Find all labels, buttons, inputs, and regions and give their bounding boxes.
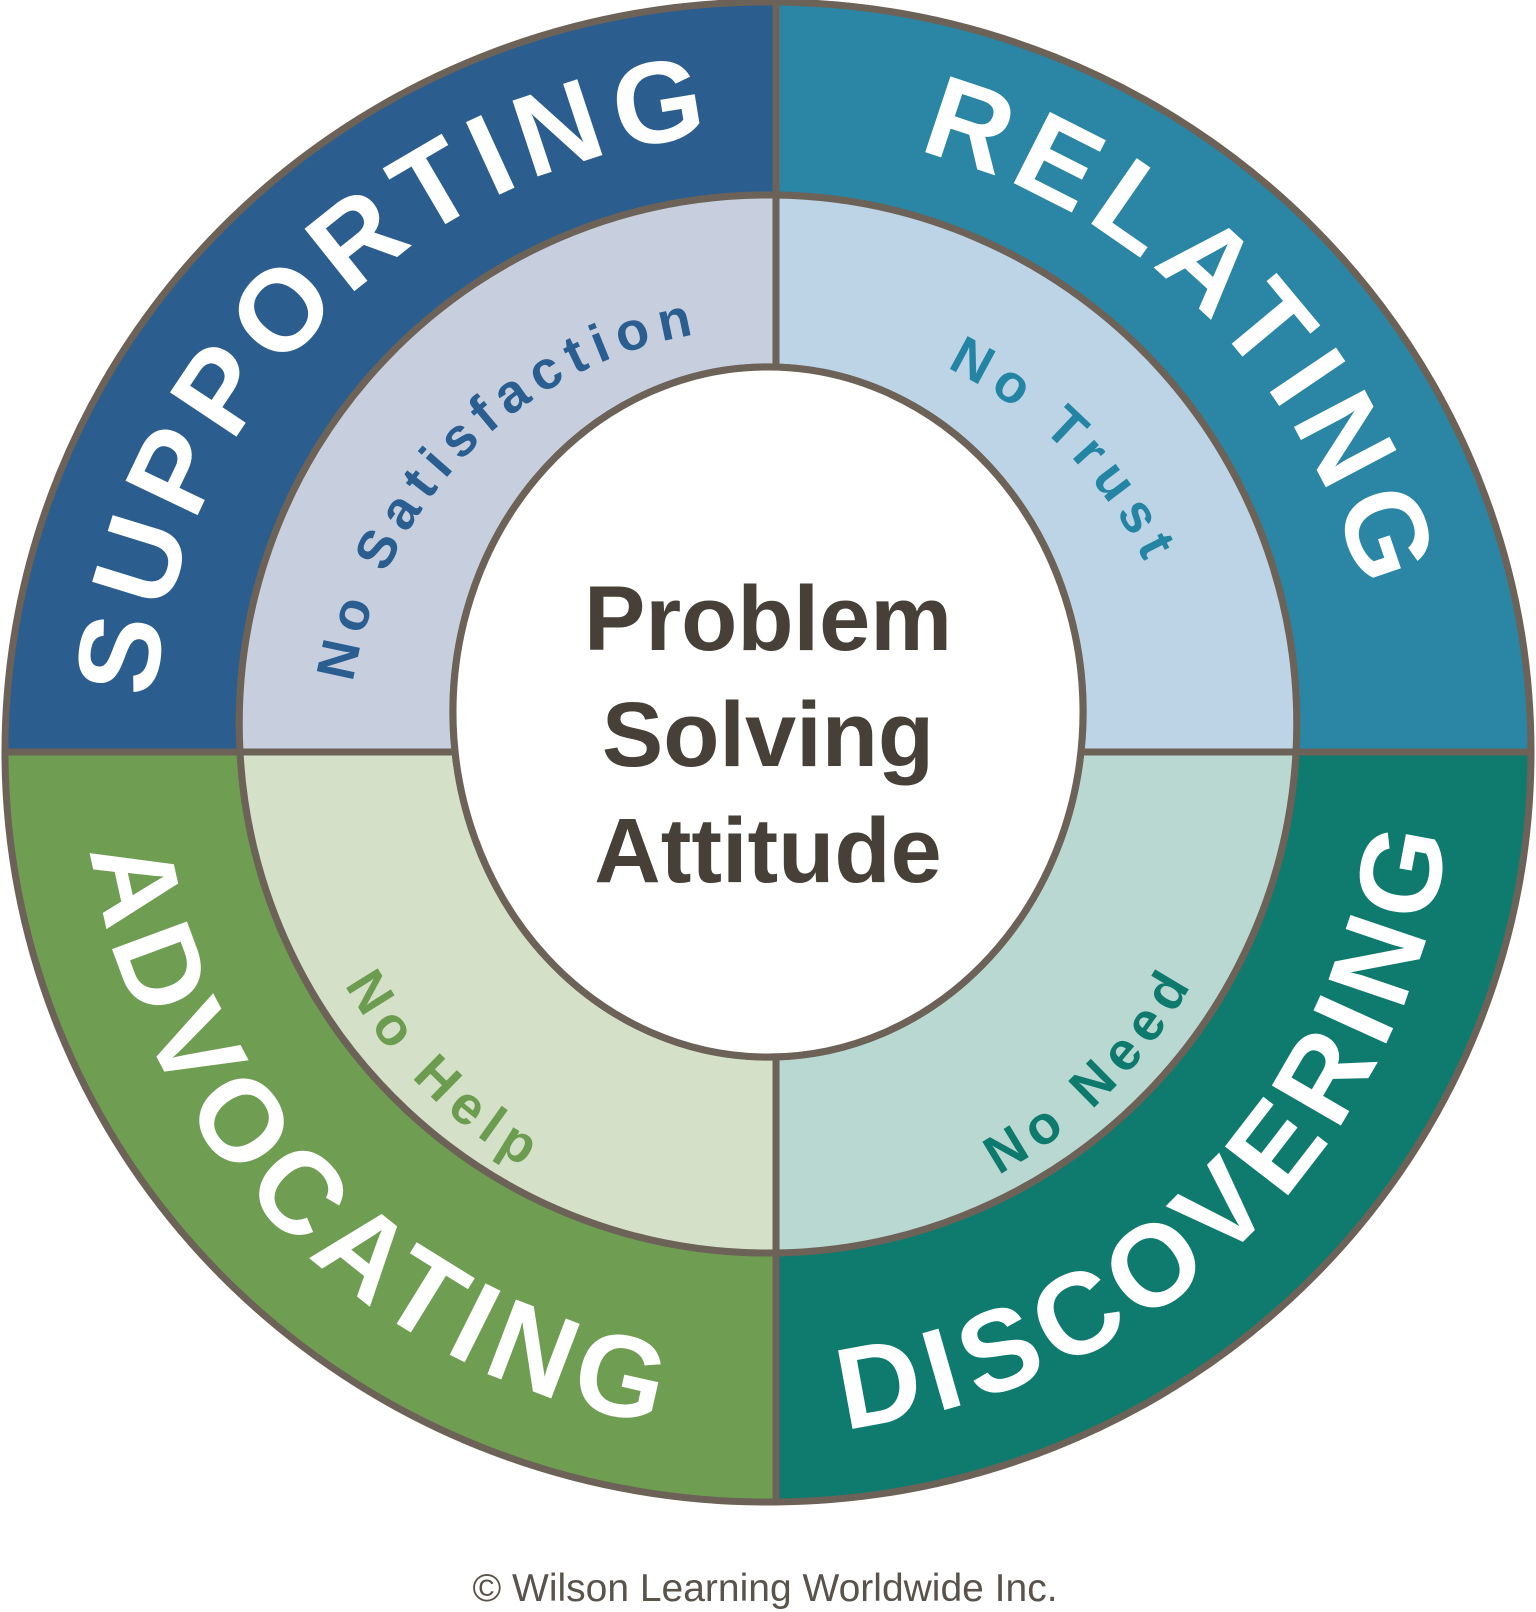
copyright-text: © Wilson Learning Worldwide Inc. [472, 1567, 1057, 1610]
center-title-line-1: Problem [584, 568, 952, 670]
center-title-line-2: Solving [602, 684, 934, 786]
center-title-line-3: Attitude [594, 800, 941, 902]
center-circle [449, 363, 1087, 1061]
